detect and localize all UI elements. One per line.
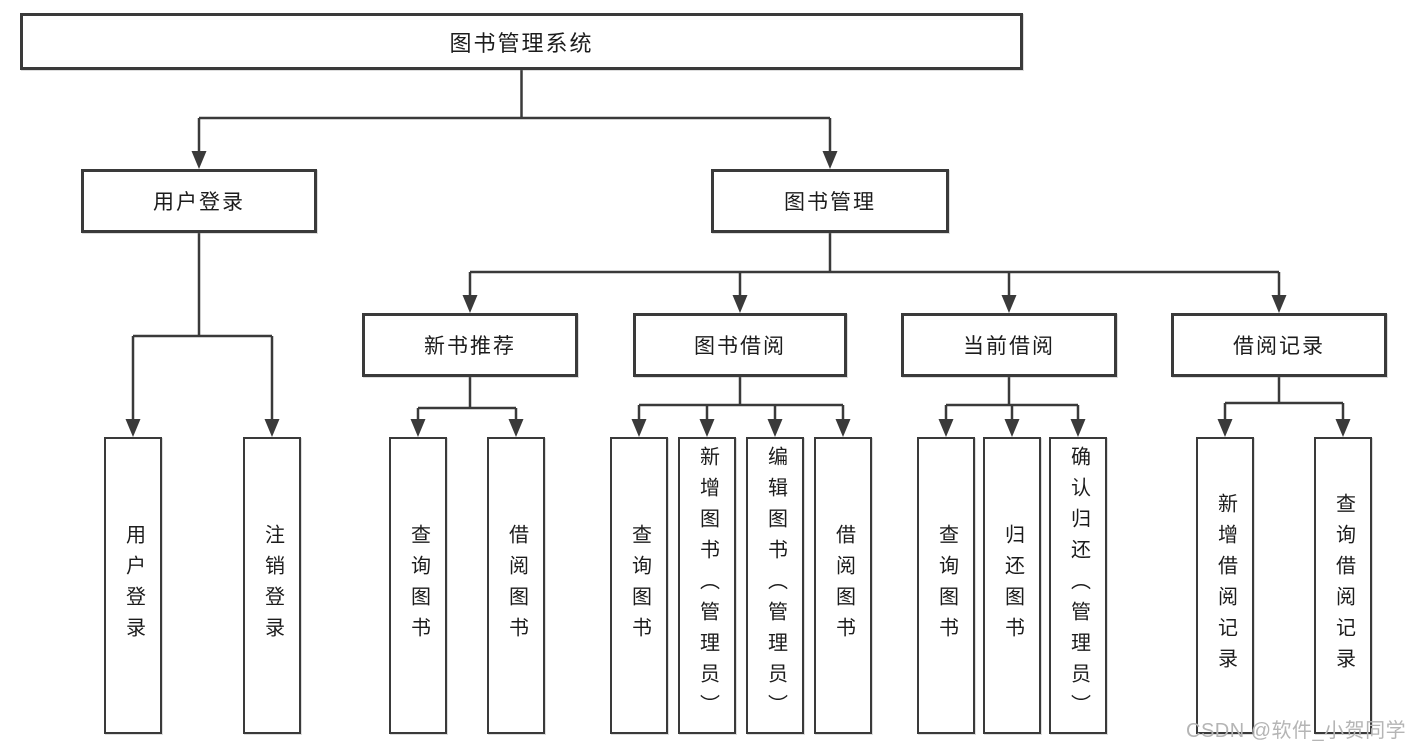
arrow-down-icon — [410, 419, 426, 437]
arrow-down-icon — [191, 151, 207, 169]
leaf-borrow-books: 借阅图书 — [814, 437, 872, 734]
leaf-borrow-books-recommend-label: 借阅图书 — [505, 523, 528, 648]
arrowhead-icons — [125, 151, 1351, 437]
node-book-management-label: 图书管理 — [784, 191, 876, 214]
arrow-down-icon — [1335, 419, 1351, 437]
arrow-down-icon — [631, 419, 647, 437]
arrow-down-icon — [822, 151, 838, 169]
leaf-logout: 注销登录 — [243, 437, 301, 734]
node-book-borrowing: 图书借阅 — [633, 313, 847, 377]
leaf-add-borrow-record-label: 新增借阅记录 — [1214, 492, 1237, 679]
node-current-borrowing: 当前借阅 — [901, 313, 1117, 377]
arrow-down-icon — [1001, 295, 1017, 313]
node-root-system: 图书管理系统 — [20, 13, 1023, 70]
arrow-down-icon — [264, 419, 280, 437]
leaf-query-books-recommend-label: 查询图书 — [407, 523, 430, 648]
leaf-query-books-borrowing: 查询图书 — [610, 437, 668, 734]
leaf-query-borrow-record: 查询借阅记录 — [1314, 437, 1372, 734]
leaf-edit-books-admin-label: 编辑图书（管理员） — [764, 446, 787, 725]
arrow-down-icon — [1070, 419, 1086, 437]
leaf-add-books-admin-label: 新增图书（管理员） — [696, 446, 719, 725]
node-new-book-recommend-label: 新书推荐 — [424, 335, 516, 358]
leaf-query-books-current: 查询图书 — [917, 437, 975, 734]
arrow-down-icon — [699, 419, 715, 437]
leaf-query-books-borrowing-label: 查询图书 — [628, 523, 651, 648]
leaf-user-login-action-label: 用户登录 — [122, 523, 145, 648]
arrow-down-icon — [1004, 419, 1020, 437]
arrow-down-icon — [938, 419, 954, 437]
leaf-edit-books-admin: 编辑图书（管理员） — [746, 437, 804, 734]
node-user-login: 用户登录 — [81, 169, 317, 233]
leaf-add-books-admin: 新增图书（管理员） — [678, 437, 736, 734]
arrow-down-icon — [462, 295, 478, 313]
arrow-down-icon — [1271, 295, 1287, 313]
leaf-user-login-action: 用户登录 — [104, 437, 162, 734]
leaf-return-books-label: 归还图书 — [1001, 523, 1024, 648]
leaf-query-books-recommend: 查询图书 — [389, 437, 447, 734]
arrow-down-icon — [508, 419, 524, 437]
node-borrowing-records: 借阅记录 — [1171, 313, 1387, 377]
arrow-down-icon — [835, 419, 851, 437]
node-book-management: 图书管理 — [711, 169, 949, 233]
arrow-down-icon — [732, 295, 748, 313]
connector-lines — [131, 70, 1345, 426]
leaf-confirm-return-admin: 确认归还（管理员） — [1049, 437, 1107, 734]
leaf-add-borrow-record: 新增借阅记录 — [1196, 437, 1254, 734]
csdn-watermark: CSDN @软件_小贺同学 — [1186, 720, 1405, 742]
node-book-borrowing-label: 图书借阅 — [694, 335, 786, 358]
node-borrowing-records-label: 借阅记录 — [1233, 335, 1325, 358]
leaf-borrow-books-label: 借阅图书 — [832, 523, 855, 648]
leaf-borrow-books-recommend: 借阅图书 — [487, 437, 545, 734]
node-current-borrowing-label: 当前借阅 — [963, 335, 1055, 358]
leaf-query-borrow-record-label: 查询借阅记录 — [1332, 492, 1355, 679]
leaf-return-books: 归还图书 — [983, 437, 1041, 734]
leaf-query-books-current-label: 查询图书 — [935, 523, 958, 648]
leaf-logout-label: 注销登录 — [261, 523, 284, 648]
node-new-book-recommend: 新书推荐 — [362, 313, 578, 377]
arrow-down-icon — [1217, 419, 1233, 437]
leaf-confirm-return-admin-label: 确认归还（管理员） — [1067, 446, 1090, 725]
arrow-down-icon — [767, 419, 783, 437]
node-root-label: 图书管理系统 — [449, 30, 594, 56]
arrow-down-icon — [125, 419, 141, 437]
node-user-login-label: 用户登录 — [153, 191, 245, 214]
